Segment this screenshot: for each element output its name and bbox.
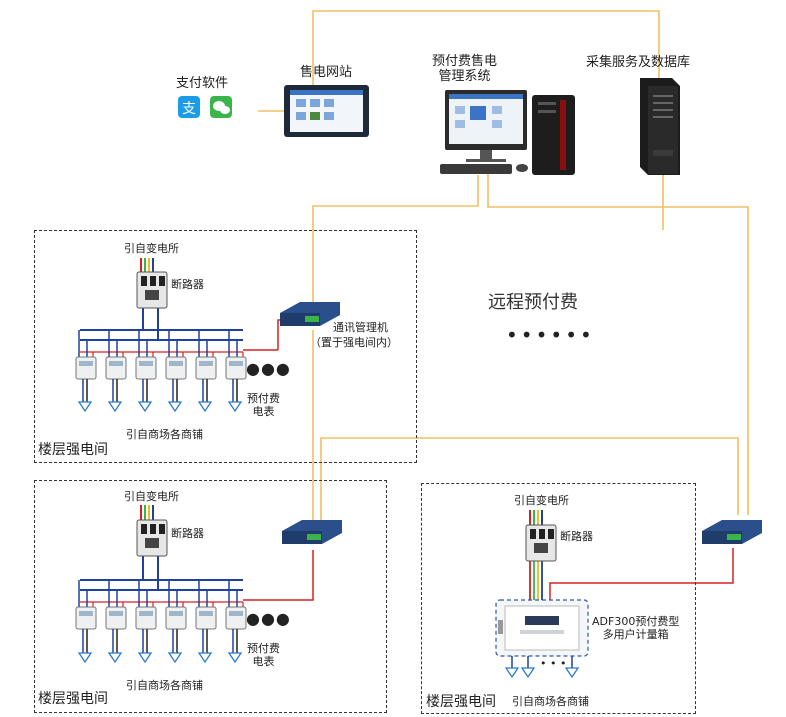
management-pc: [440, 90, 575, 175]
output-arrow-icon: [520, 656, 536, 679]
zone3-metering-box: [495, 599, 589, 657]
zone2-breaker-device: [136, 519, 168, 557]
zone3-breaker-device: [525, 524, 557, 562]
website-screen: [284, 85, 369, 137]
zone3-frame: [421, 483, 696, 714]
zone3-title: 楼层强电间: [426, 694, 496, 710]
comm-manager-note: （置于强电间内）: [310, 336, 398, 349]
zone1-more-meters: ●●●: [246, 359, 291, 378]
zone2-meter-label: 预付费 电表: [247, 642, 280, 668]
zone1-wiring: [80, 258, 290, 353]
zone2-more-meters: ●●●: [246, 609, 291, 628]
zone2-breaker-label: 断路器: [171, 527, 204, 540]
zone1-meters: [75, 330, 247, 413]
comm-manager-label: 通讯管理机: [333, 321, 388, 334]
ellipsis-dots: ••••••: [506, 323, 595, 347]
meter: [195, 330, 217, 413]
remote-prepaid-title: 远程预付费: [488, 292, 578, 313]
meter: [165, 580, 187, 664]
output-arrow-icon: [137, 652, 153, 664]
prepaid-system-label: 预付费售电 管理系统: [432, 54, 498, 84]
zone2-title: 楼层强电间: [38, 691, 108, 707]
zone1-gateway: [280, 302, 340, 326]
meter: [135, 330, 157, 413]
zone1-title: 楼层强电间: [38, 442, 108, 458]
zone3-outputs: [504, 656, 580, 679]
meter: [225, 330, 247, 413]
meter: [195, 580, 217, 664]
zone2-gateway: [282, 520, 342, 544]
zone2-wiring: [80, 505, 314, 603]
output-arrow-icon: [564, 656, 580, 679]
zone1-source-label: 引自变电所: [124, 242, 179, 255]
metering-box-label: ADF300预付费型 多用户计量箱: [592, 615, 680, 641]
output-arrow-icon: [77, 401, 93, 413]
zone2-source-label: 引自变电所: [124, 490, 179, 503]
zone1-breaker-label: 断路器: [171, 278, 204, 291]
zone1-meter-label: 预付费 电表: [247, 392, 280, 418]
zone1-shops-label: 引自商场各商铺: [126, 428, 203, 441]
zone3-source-label: 引自变电所: [514, 494, 569, 507]
zone3-breaker-label: 断路器: [560, 530, 593, 543]
output-arrow-icon: [137, 401, 153, 413]
wechat-icon: [210, 96, 232, 118]
output-arrow-icon: [227, 652, 243, 664]
output-arrow-icon: [167, 401, 183, 413]
sales-website-label: 售电网站: [300, 65, 353, 80]
alipay-icon: 支: [178, 96, 200, 118]
meter: [165, 330, 187, 413]
zone3-gateway: [702, 520, 762, 544]
zone2-meters: [75, 580, 247, 664]
meter: [105, 330, 127, 413]
zone1-frame: [34, 230, 417, 463]
output-arrow-icon: [197, 401, 213, 413]
svg-text:支: 支: [182, 101, 196, 117]
meter: [105, 580, 127, 664]
zone2-frame: [34, 480, 387, 713]
network-lines: [258, 10, 749, 520]
output-arrow-icon: [77, 652, 93, 664]
server-tower: [640, 78, 680, 175]
zone3-shops-label: 引自商场各商铺: [512, 695, 589, 708]
payment-software-label: 支付软件: [176, 76, 229, 91]
meter: [75, 330, 97, 413]
meter: [75, 580, 97, 664]
output-arrow-icon: [167, 652, 183, 664]
output-arrow-icon: [197, 652, 213, 664]
collection-db-label: 采集服务及数据库: [586, 55, 691, 70]
output-arrow-icon: [504, 656, 520, 679]
zone3-more-outputs: • • •: [540, 657, 567, 670]
meter: [135, 580, 157, 664]
meter: [225, 580, 247, 664]
zone3-wiring: [529, 510, 734, 600]
output-arrow-icon: [107, 401, 123, 413]
output-arrow-icon: [107, 652, 123, 664]
zone2-shops-label: 引自商场各商铺: [126, 679, 203, 692]
output-arrow-icon: [227, 401, 243, 413]
zone1-breaker-device: [136, 271, 168, 309]
